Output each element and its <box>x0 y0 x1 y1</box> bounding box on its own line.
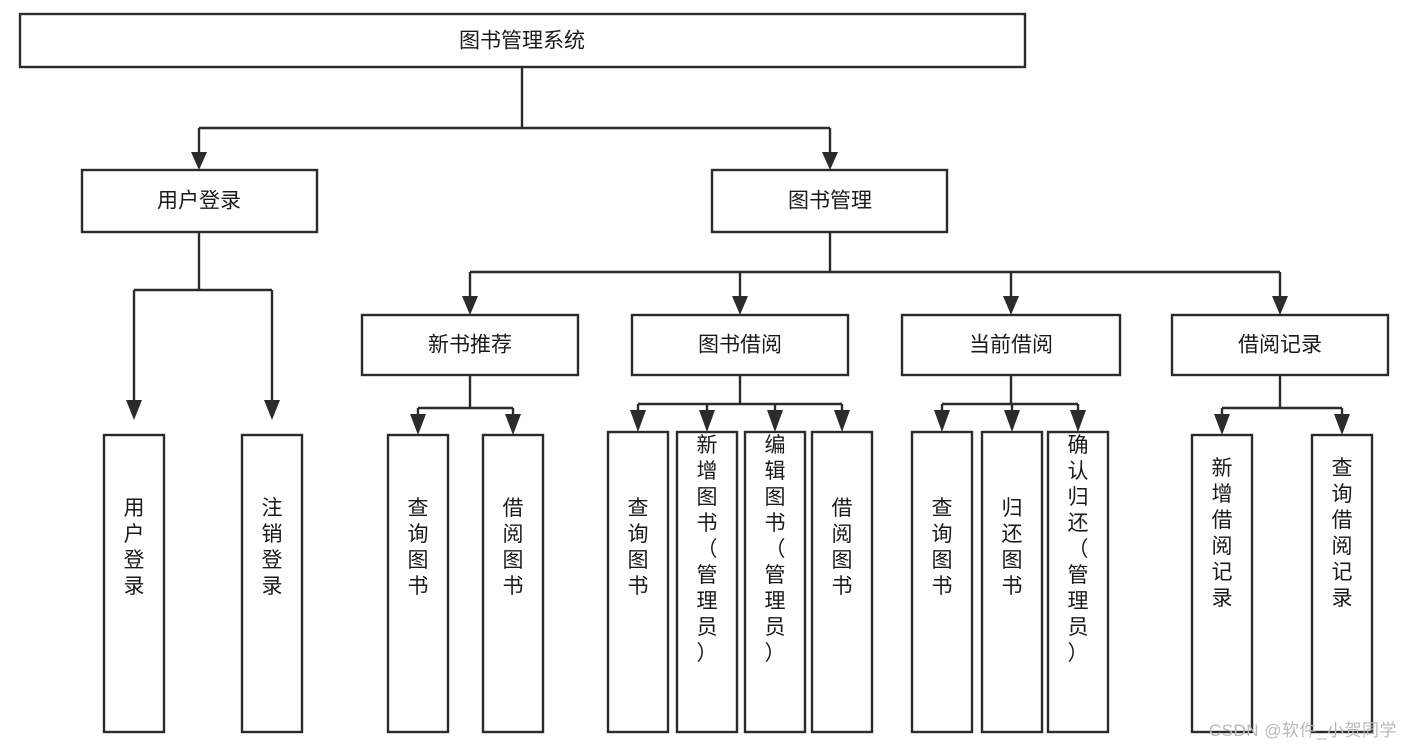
leaf-bb-edit-book-box[interactable] <box>743 430 807 734</box>
node-book-management-label: 图书管理 <box>788 190 872 213</box>
node-new-book-recommend[interactable]: 新书推荐 <box>360 313 580 377</box>
node-book-management[interactable]: 图书管理 <box>710 168 949 234</box>
node-book-borrow-box[interactable] <box>630 313 850 377</box>
leaf-bb-query-book-box[interactable] <box>606 430 670 734</box>
leaf-cb-confirm-return-label: 确认归还（管理员） <box>1068 434 1089 665</box>
leaf-bb-add-book-label: 新增图书（管理员） <box>697 434 718 665</box>
leaf-nb-query-book-box[interactable] <box>386 433 450 734</box>
node-root-label: 图书管理系统 <box>459 30 585 53</box>
leaf-br-query-record-label: 查询借阅记录 <box>1332 457 1353 610</box>
arrow-head-leaf-br-2 <box>1334 414 1350 435</box>
node-root[interactable]: 图书管理系统 <box>18 12 1027 69</box>
leaf-node[interactable]: 确认归还（管理员） <box>1046 430 1110 734</box>
node-new-book-recommend-box[interactable] <box>360 313 580 377</box>
leaf-bb-edit-book-label: 编辑图书（管理员） <box>765 434 786 665</box>
arrow-head-leaf-logout <box>264 400 280 420</box>
leaf-node[interactable]: 查询图书 <box>606 430 670 734</box>
leaf-cb-return-book-box[interactable] <box>980 430 1044 734</box>
leaf-node[interactable]: 编辑图书（管理员） <box>743 430 807 734</box>
node-new-book-recommend-label: 新书推荐 <box>428 334 512 357</box>
arrow-head-book-borrow <box>732 296 748 315</box>
leaf-node[interactable]: 借阅图书 <box>481 433 545 734</box>
node-current-borrow[interactable]: 当前借阅 <box>900 313 1122 377</box>
arrow-head-leaf-user-login <box>126 400 142 420</box>
arrow-head-leaf-nb-2 <box>505 414 521 435</box>
arrow-head-current-borrow <box>1003 296 1019 315</box>
node-root-box[interactable] <box>18 12 1027 69</box>
arrow-head-leaf-bb-4 <box>834 410 850 432</box>
leaf-node[interactable]: 归还图书 <box>980 430 1044 734</box>
arrow-head-leaf-nb-1 <box>410 414 426 435</box>
arrow-head-new-book <box>462 296 478 315</box>
leaf-nb-borrow-book-box[interactable] <box>481 433 545 734</box>
arrow-head-leaf-cb-1 <box>934 410 950 432</box>
leaf-node[interactable]: 查询图书 <box>386 433 450 734</box>
connector-group <box>126 67 1350 435</box>
leaf-br-query-record-box[interactable] <box>1310 433 1374 734</box>
node-user-login-box[interactable] <box>80 168 319 234</box>
leaf-bb-borrow-book-box[interactable] <box>810 430 874 734</box>
node-current-borrow-label: 当前借阅 <box>969 334 1053 357</box>
leaf-nb-query-book-label: 查询图书 <box>408 497 429 598</box>
leaf-node[interactable]: 新增借阅记录 <box>1190 433 1254 734</box>
arrow-head-book-mgmt <box>822 152 838 170</box>
leaf-bb-add-book-box[interactable] <box>675 430 739 734</box>
leaf-node[interactable]: 查询借阅记录 <box>1310 433 1374 734</box>
node-user-login-label: 用户登录 <box>157 190 241 213</box>
leaf-user-login-box[interactable] <box>102 433 166 734</box>
leaf-node[interactable]: 查询图书 <box>910 430 974 734</box>
node-current-borrow-box[interactable] <box>900 313 1122 377</box>
leaf-br-add-record-box[interactable] <box>1190 433 1254 734</box>
node-borrow-record-box[interactable] <box>1170 313 1390 377</box>
node-book-borrow[interactable]: 图书借阅 <box>630 313 850 377</box>
leaf-logout-box[interactable] <box>240 433 304 734</box>
leaf-cb-query-book-box[interactable] <box>910 430 974 734</box>
node-borrow-record-label: 借阅记录 <box>1238 334 1322 357</box>
node-user-login[interactable]: 用户登录 <box>80 168 319 234</box>
arrow-head-leaf-br-1 <box>1214 414 1230 435</box>
leaf-user-login-label: 用户登录 <box>124 497 145 598</box>
leaf-logout-label: 注销登录 <box>262 497 283 598</box>
leaf-cb-return-book-label: 归还图书 <box>1002 497 1023 598</box>
leaf-node[interactable]: 注销登录 <box>240 433 304 734</box>
leaf-cb-confirm-return-box[interactable] <box>1046 430 1110 734</box>
leaf-bb-borrow-book-label: 借阅图书 <box>832 497 853 598</box>
node-book-management-box[interactable] <box>710 168 949 234</box>
arrow-head-leaf-cb-2 <box>1004 410 1020 432</box>
leaf-bb-query-book-label: 查询图书 <box>628 497 649 598</box>
node-borrow-record[interactable]: 借阅记录 <box>1170 313 1390 377</box>
leaf-node[interactable]: 用户登录 <box>102 433 166 734</box>
arrow-head-leaf-bb-3 <box>767 410 783 432</box>
leaf-cb-query-book-label: 查询图书 <box>932 497 953 598</box>
leaf-node[interactable]: 借阅图书 <box>810 430 874 734</box>
arrow-head-user-login <box>191 152 207 170</box>
arrow-head-leaf-bb-2 <box>699 410 715 432</box>
node-book-borrow-label: 图书借阅 <box>698 334 782 357</box>
arrow-head-leaf-cb-3 <box>1070 410 1086 432</box>
leaf-nb-borrow-book-label: 借阅图书 <box>503 497 524 598</box>
arrow-head-leaf-bb-1 <box>630 410 646 432</box>
leaf-node[interactable]: 新增图书（管理员） <box>675 430 739 734</box>
arrow-head-borrow-record <box>1272 296 1288 315</box>
leaf-br-add-record-label: 新增借阅记录 <box>1212 457 1233 610</box>
